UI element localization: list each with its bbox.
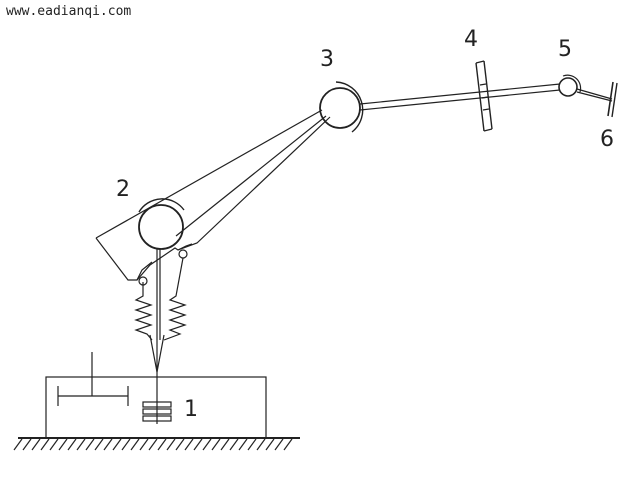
hatch-line	[184, 438, 194, 451]
hatch-line	[256, 438, 266, 451]
arm-3-5	[359, 83, 561, 111]
hatch-line	[265, 438, 275, 451]
label-3: 3	[320, 47, 334, 72]
pointer-6	[576, 81, 618, 118]
hatch-line	[40, 438, 50, 451]
ground-hatching	[13, 438, 293, 451]
hatch-line	[130, 438, 140, 451]
damper	[57, 352, 129, 406]
ground	[13, 437, 300, 451]
hatch-line	[274, 438, 284, 451]
hatch-line	[112, 438, 122, 451]
hatch-line	[229, 438, 239, 451]
joint-3	[319, 81, 364, 133]
hatch-line	[49, 438, 59, 451]
hatch-line	[211, 438, 221, 451]
watermark-text: www.eadianqi.com	[6, 4, 132, 19]
specimen-1	[142, 400, 172, 424]
label-1: 1	[184, 397, 198, 422]
part-labels: 1 2 3 4 5 6	[116, 27, 614, 422]
hatch-line	[148, 438, 158, 451]
label-4: 4	[464, 27, 478, 52]
scale-4	[475, 60, 493, 132]
hatch-line	[22, 438, 32, 451]
hatch-line	[103, 438, 113, 451]
hatch-line	[139, 438, 149, 451]
hatch-line	[94, 438, 104, 451]
hatch-line	[238, 438, 248, 451]
springs	[134, 249, 188, 341]
hatch-line	[247, 438, 257, 451]
hatch-line	[166, 438, 176, 451]
joint-5	[558, 74, 582, 97]
hatch-line	[67, 438, 77, 451]
hatch-line	[76, 438, 86, 451]
base-box	[45, 376, 267, 439]
hatch-line	[121, 438, 131, 451]
hatch-line	[193, 438, 203, 451]
arm-2	[95, 109, 331, 281]
label-2: 2	[116, 177, 130, 202]
needle	[149, 248, 165, 400]
hatch-line	[220, 438, 230, 451]
hatch-line	[13, 438, 23, 451]
hatch-line	[85, 438, 95, 451]
hatch-line	[202, 438, 212, 451]
label-6: 6	[600, 127, 614, 152]
hatch-line	[175, 438, 185, 451]
hatch-line	[157, 438, 167, 451]
hatch-line	[31, 438, 41, 451]
hatch-line	[283, 438, 293, 451]
label-5: 5	[558, 37, 572, 62]
hatch-line	[58, 438, 68, 451]
